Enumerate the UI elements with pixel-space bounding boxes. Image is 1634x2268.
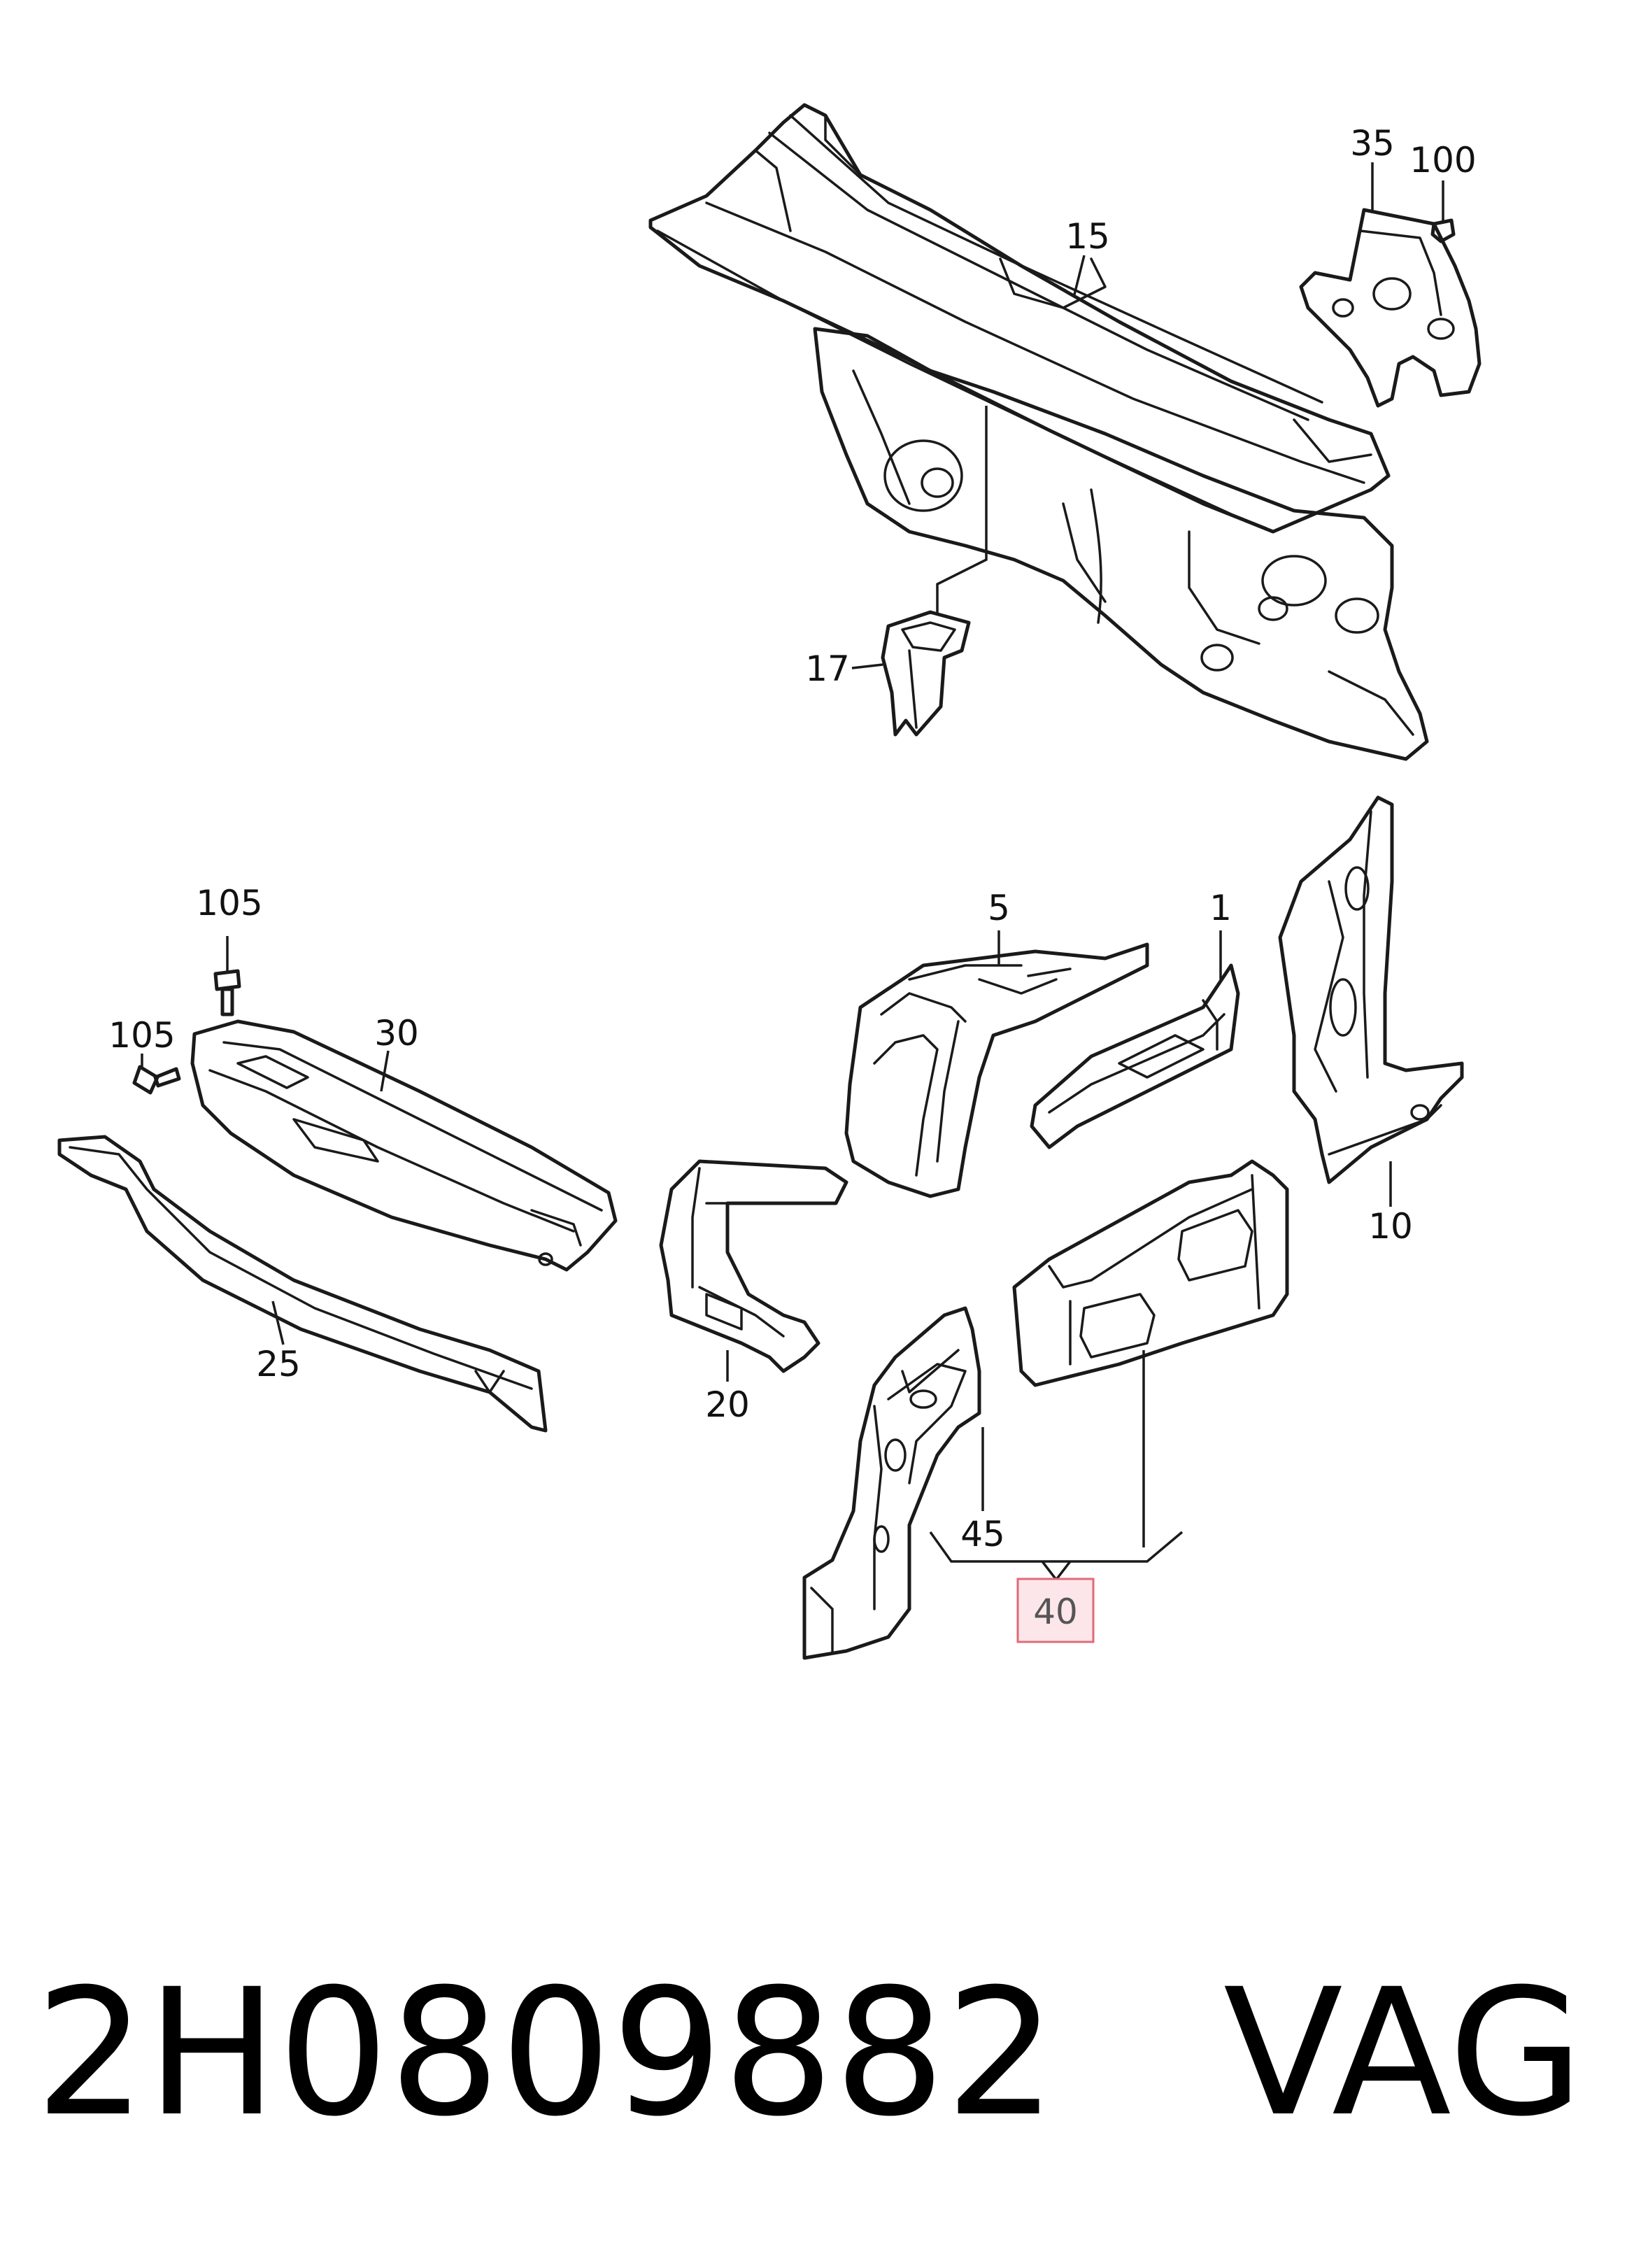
part-number: 2H0809882 (35, 1951, 1057, 2155)
callout-45: 45 (960, 1514, 1005, 1554)
highlight-box-40 (1016, 1578, 1095, 1643)
callout-1: 1 (1209, 888, 1232, 928)
part-number-footer: 2H0809882 VAG (35, 1966, 1584, 2141)
callout-100: 100 (1409, 140, 1476, 180)
part-100-screw (1430, 218, 1456, 243)
part-20-bracket (659, 1159, 848, 1373)
callout-105-lower: 105 (108, 1015, 175, 1056)
callout-15: 15 (1065, 216, 1110, 257)
part-35-side-bracket (1299, 208, 1482, 408)
callout-17: 17 (805, 648, 850, 689)
part-105-bolt-lower (132, 1065, 181, 1095)
callout-20: 20 (705, 1384, 750, 1425)
part-5-wheel-housing (844, 942, 1149, 1198)
part-10-side-panel (1278, 795, 1464, 1184)
brand-name: VAG (1223, 1951, 1584, 2155)
callout-35: 35 (1350, 123, 1395, 164)
callout-5: 5 (988, 888, 1010, 928)
part-1-upper-member (1030, 963, 1240, 1149)
part-105-bolt-upper (213, 969, 241, 1016)
callout-30: 30 (374, 1013, 419, 1054)
part-25-lower-rail (57, 1135, 548, 1433)
leader-lines (141, 162, 1444, 1582)
part-15-cowl-panel (648, 103, 1391, 534)
callout-105-upper: 105 (196, 883, 262, 923)
callout-40: 40 (1033, 1592, 1078, 1632)
part-40-longitudinal-member (1012, 1159, 1289, 1387)
callout-25: 25 (256, 1344, 301, 1384)
part-17-bracket (881, 610, 971, 737)
part-15-lower-bulkhead (813, 327, 1429, 761)
part-45-front-member (802, 1306, 981, 1660)
callouts: 1 5 10 15 17 20 25 30 35 40 45 100 105 1… (108, 123, 1476, 1632)
part-30-crossmember (190, 1019, 618, 1272)
callout-10: 10 (1368, 1206, 1413, 1247)
